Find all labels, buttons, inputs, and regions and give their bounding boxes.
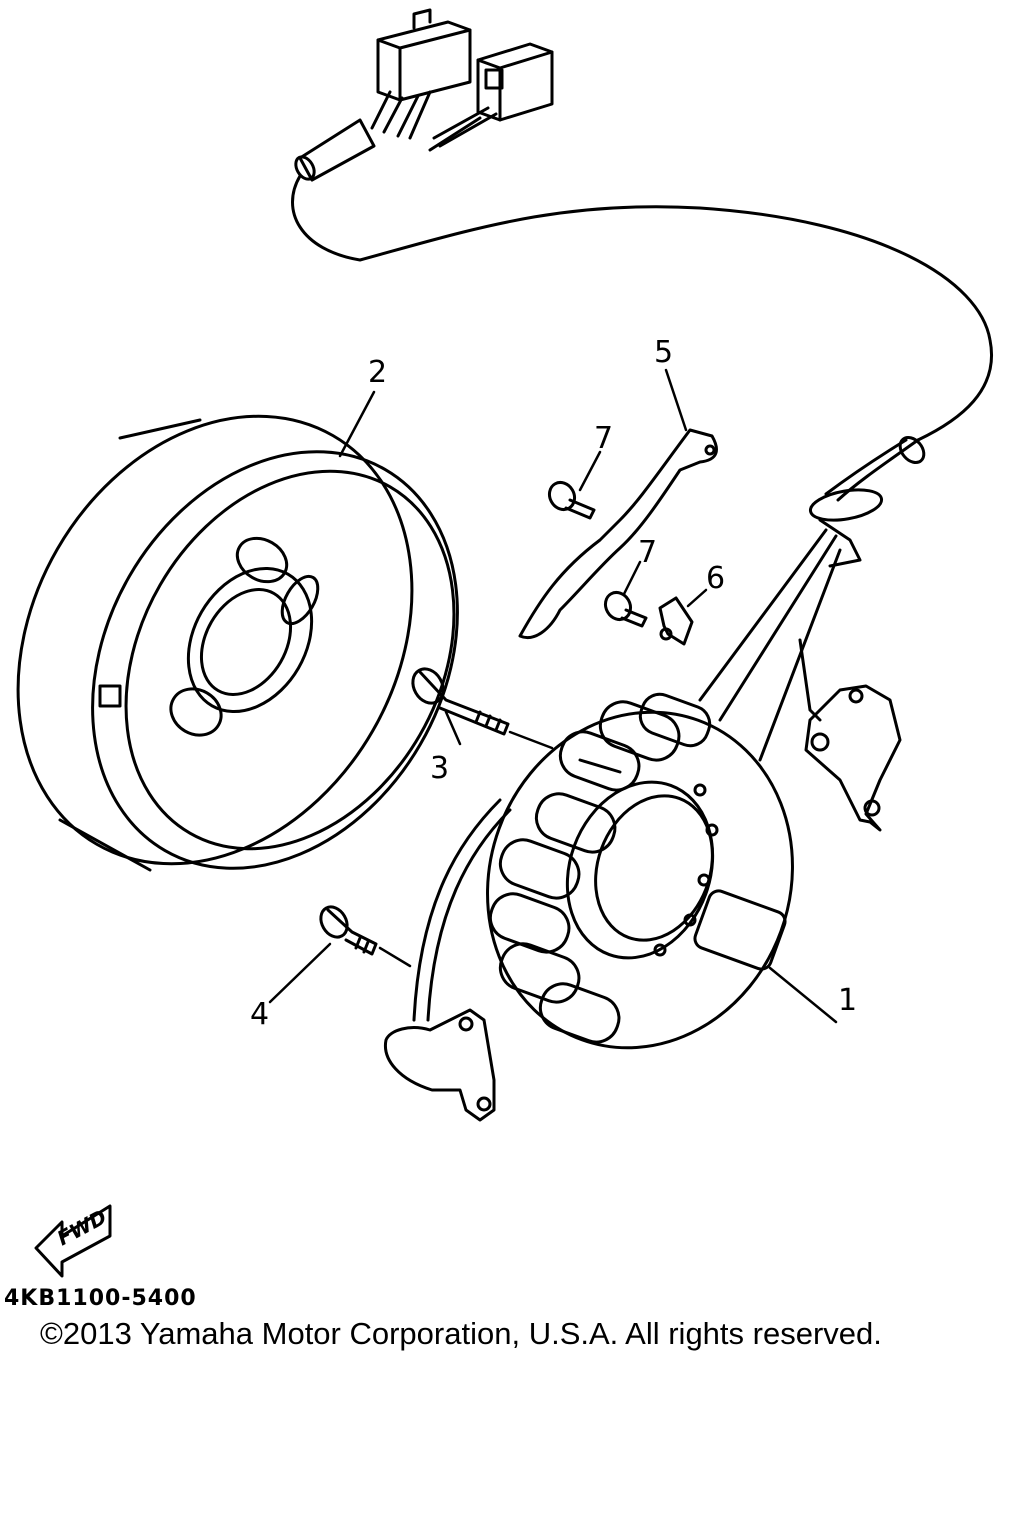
screw-upper bbox=[547, 480, 596, 520]
screw-lower bbox=[603, 590, 648, 628]
callout-5: 5 bbox=[654, 335, 673, 370]
fwd-label: FWD bbox=[53, 1205, 110, 1251]
callout-7-upper: 7 bbox=[594, 421, 613, 456]
fwd-arrow-icon: FWD bbox=[34, 1204, 112, 1278]
callout-2: 2 bbox=[368, 355, 387, 390]
lead-holder bbox=[658, 596, 694, 646]
callout-6: 6 bbox=[706, 561, 725, 596]
pickup-screw bbox=[319, 905, 378, 956]
leader-lines bbox=[268, 368, 838, 1024]
clamp-hole bbox=[704, 444, 716, 456]
copyright-notice: ©2013 Yamaha Motor Corporation, U.S.A. A… bbox=[40, 1316, 882, 1351]
harness-connectors bbox=[294, 8, 554, 182]
holder-hole bbox=[659, 627, 673, 641]
rotor-bolt bbox=[411, 667, 510, 736]
stator-assembly bbox=[486, 692, 794, 1050]
callout-3: 3 bbox=[430, 751, 449, 786]
callout-4: 4 bbox=[250, 997, 269, 1032]
callout-1: 1 bbox=[838, 983, 857, 1018]
lead-clamp bbox=[518, 428, 718, 639]
wire-grommet bbox=[698, 435, 926, 762]
rotor bbox=[16, 414, 459, 872]
callout-7-lower: 7 bbox=[638, 535, 657, 570]
pickup-coil-lower bbox=[383, 798, 512, 1122]
diagram-code: 4KB1100-5400 bbox=[4, 1286, 197, 1311]
wire-lead bbox=[291, 174, 993, 442]
pickup-coil-upper bbox=[804, 684, 902, 832]
